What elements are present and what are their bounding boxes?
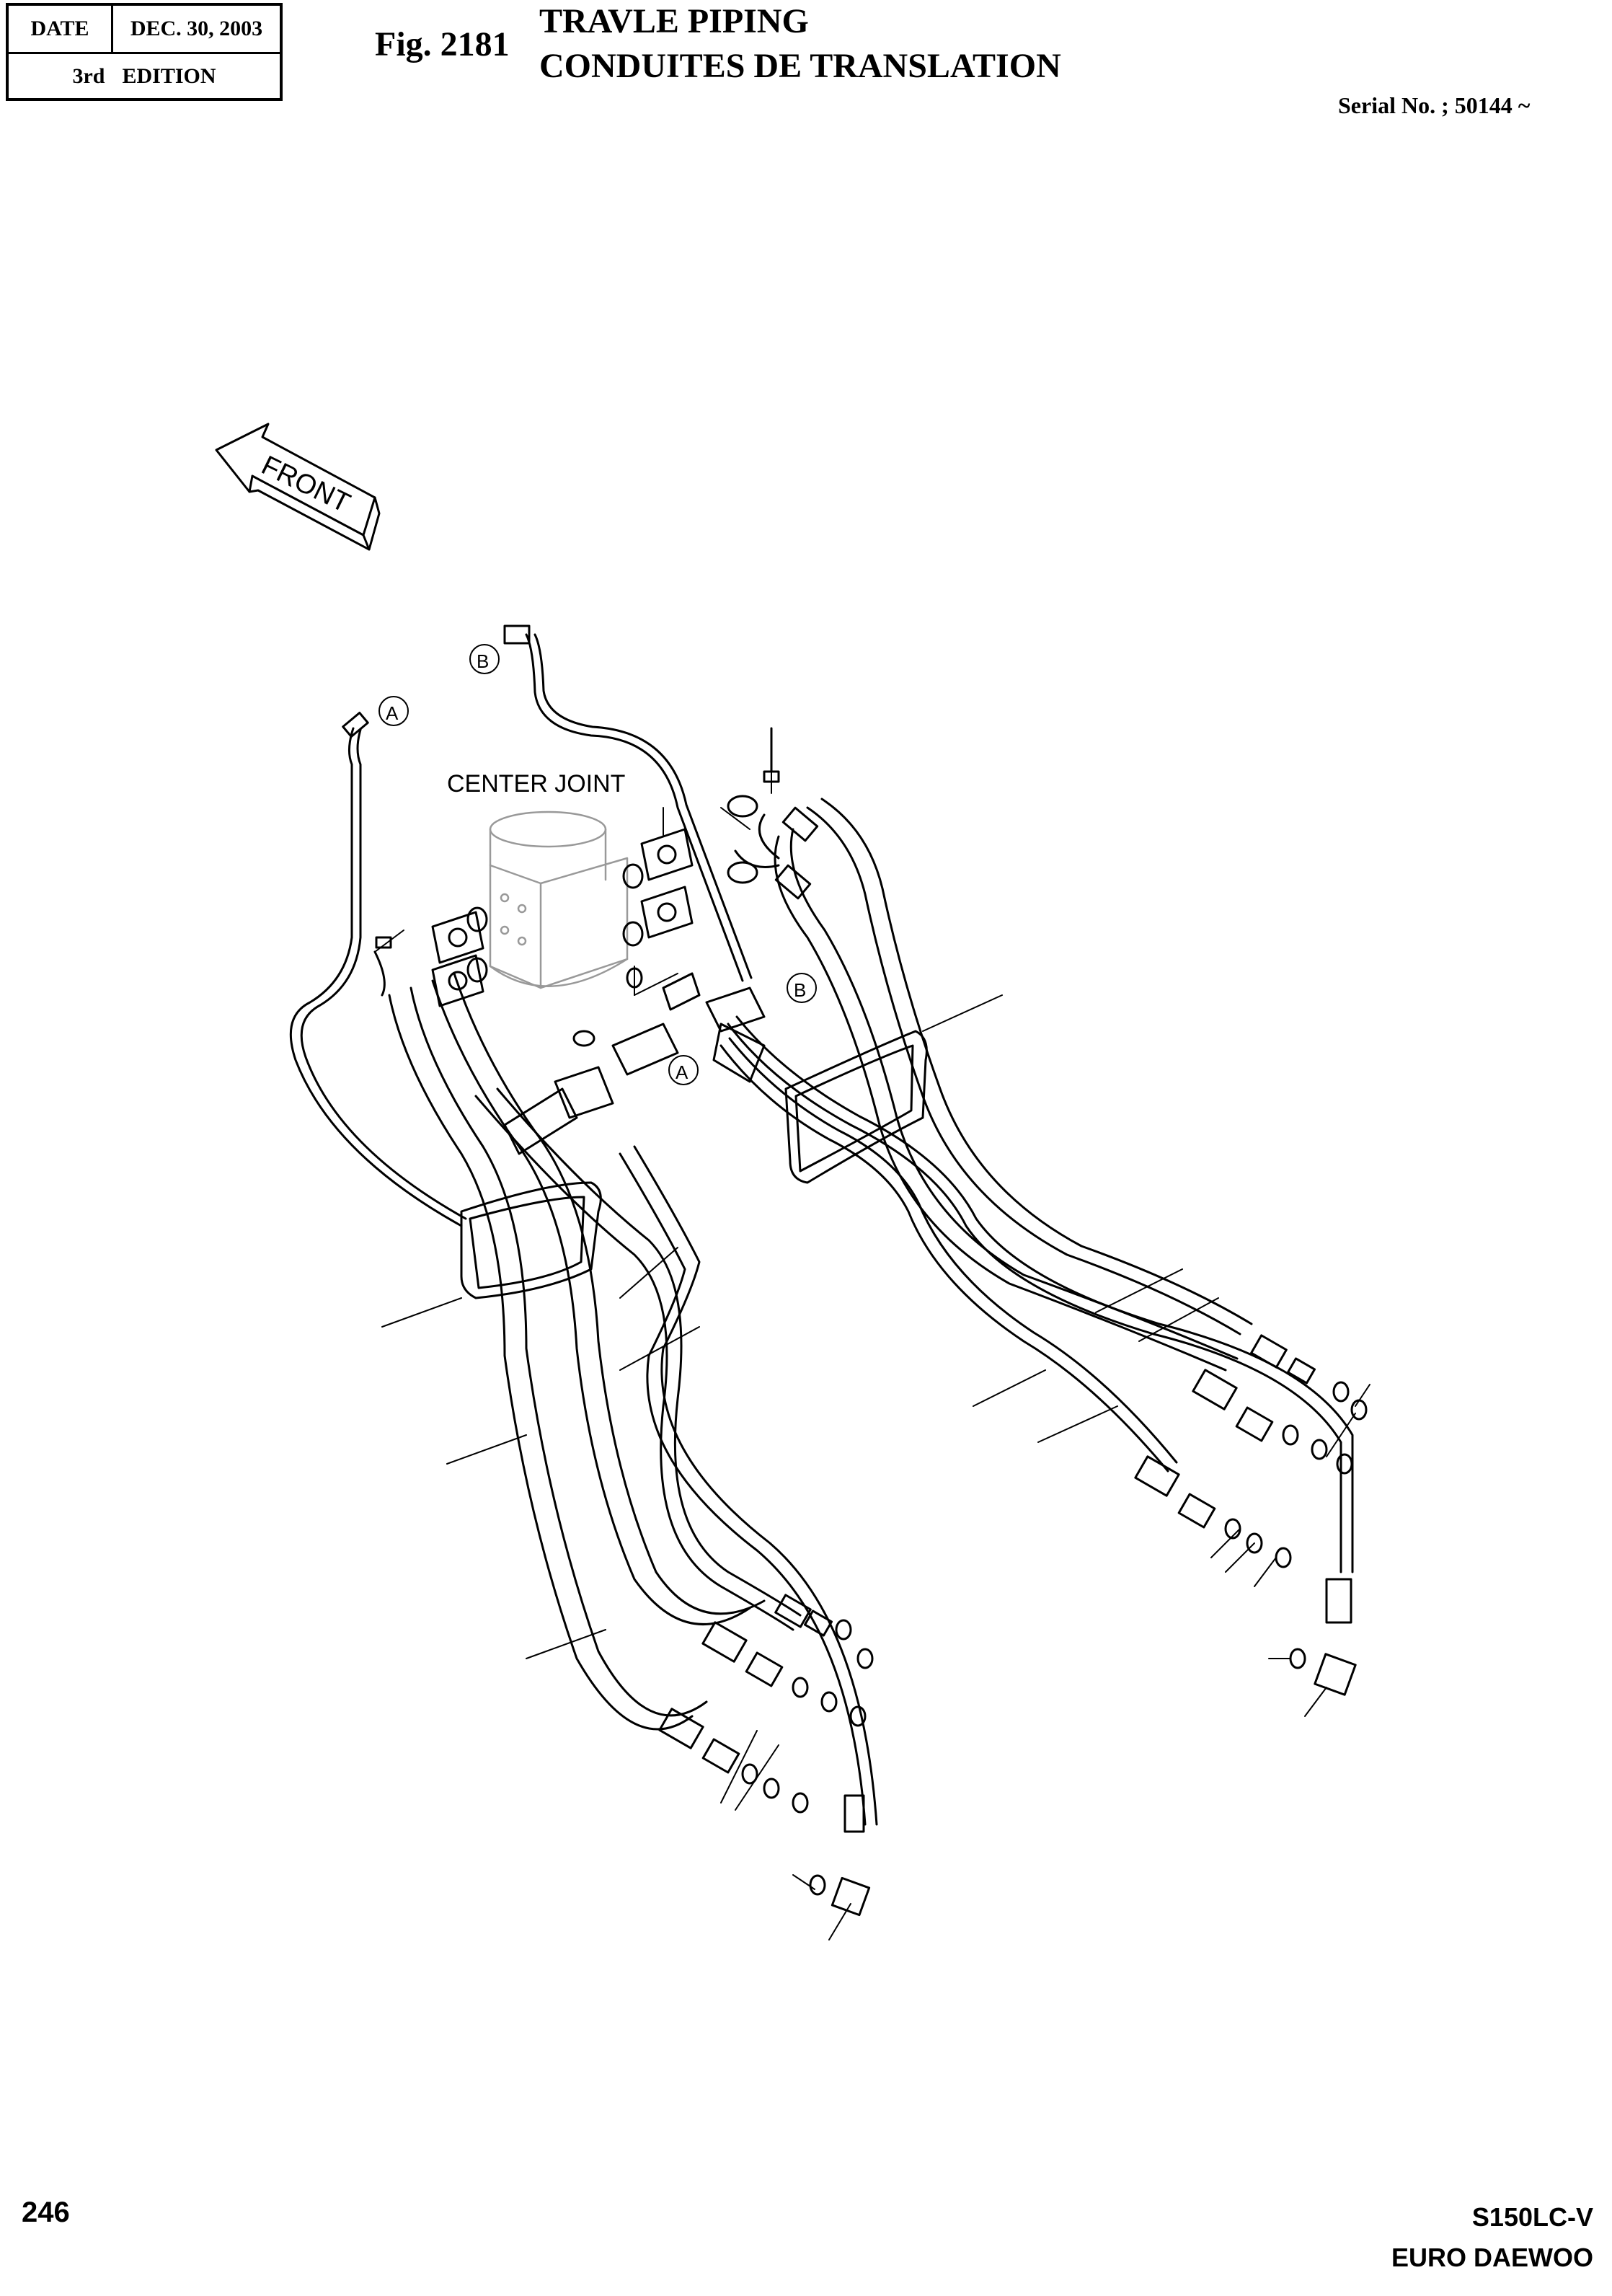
header-row-edition: 3rd EDITION [9, 53, 280, 100]
title-french: CONDUITES DE TRANSLATION [539, 47, 1061, 85]
date-value: DEC. 30, 2003 [130, 17, 263, 40]
front-arrow [215, 423, 381, 551]
callout-b-top: B [477, 650, 489, 672]
right-hose-bundle [719, 798, 1354, 1573]
hose-b [503, 624, 753, 982]
serial-number: Serial No. ; 50144 ~ [1338, 92, 1531, 118]
page-number: 246 [22, 2196, 70, 2228]
header-row-date: DATE DEC. 30, 2003 [9, 6, 280, 54]
leader-lines [374, 728, 1370, 1940]
callout-a-top: A [386, 702, 399, 724]
header-table: DATE DEC. 30, 2003 3rd EDITION [6, 3, 283, 101]
tee-fittings [503, 972, 766, 1155]
figure-number: Fig. 2181 [375, 25, 510, 63]
lower-right-fittings [1134, 1334, 1368, 1696]
upper-elbow-fittings [727, 727, 819, 900]
brand-name: EURO DAEWOO [1391, 2243, 1593, 2272]
left-hose-bundle [388, 972, 878, 1826]
callout-b-center: B [794, 979, 806, 1001]
center-joint [489, 811, 629, 989]
edition-label: EDITION [122, 64, 216, 88]
edition: 3rd EDITION [9, 53, 280, 100]
right-clamp [784, 1030, 928, 1184]
edition-number: 3rd [72, 64, 105, 88]
flanges-and-orings [373, 828, 694, 1047]
left-clamp [460, 1181, 602, 1299]
callout-a-center: A [676, 1061, 688, 1083]
callout-circles [378, 644, 817, 1085]
center-joint-label: CENTER JOINT [447, 770, 625, 798]
hose-a [289, 711, 467, 1227]
lower-left-fittings [658, 1594, 874, 1917]
model-name: S150LC-V [1471, 2202, 1593, 2232]
title-english: TRAVLE PIPING [539, 2, 809, 40]
date-label: DATE [9, 6, 113, 52]
